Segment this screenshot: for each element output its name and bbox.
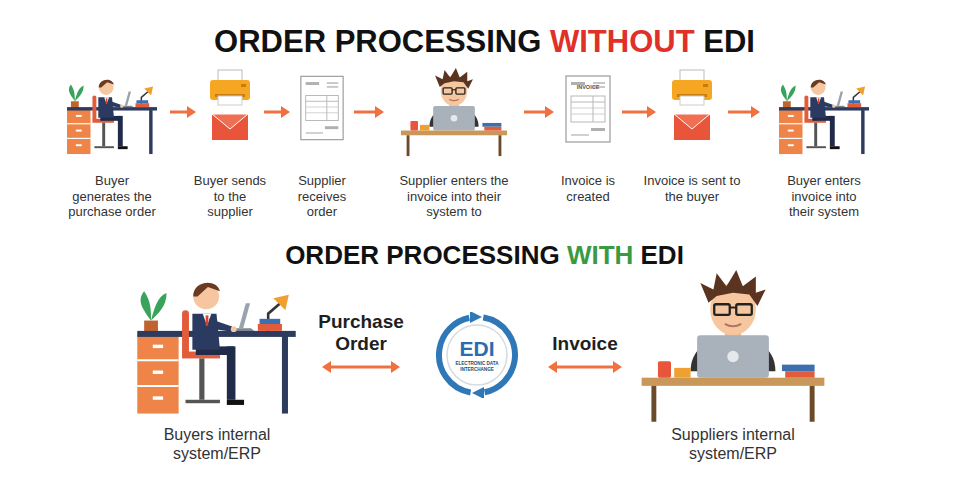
edi-ring-arc	[434, 312, 520, 398]
arrow-shaft	[170, 111, 188, 114]
headline-word: WITHOUT	[550, 24, 695, 59]
process-step: Invoice is created	[562, 72, 614, 144]
edi-text-box: EDI ELECTRONIC DATA INTERCHANGE	[452, 334, 502, 376]
flow-arrow	[170, 106, 196, 118]
arrow-head	[391, 361, 400, 373]
arrow-head	[751, 106, 760, 118]
edi-ring-arrowhead	[472, 387, 484, 398]
arrow-shaft	[728, 111, 752, 114]
step-caption: Invoice is sent to the buyer	[642, 173, 742, 204]
flow-arrow	[548, 361, 622, 373]
process-step: Buyer sends to the supplier	[204, 68, 256, 148]
process-step: Invoice is sent to the buyer	[666, 68, 718, 148]
process-step: Supplier enters the invoice into their s…	[392, 68, 516, 158]
headline-word: EDI	[641, 240, 684, 270]
supplier-desk-illustration	[642, 270, 825, 422]
document-label: INVOICE	[566, 84, 610, 90]
step-caption: Buyer enters invoice into their system	[779, 173, 869, 220]
order-document-icon	[301, 76, 343, 139]
arrow-head	[322, 361, 331, 373]
flow-arrow	[322, 361, 400, 373]
buyer-desk-illustration	[137, 283, 295, 414]
headline-word: ORDER	[285, 240, 379, 270]
step-caption: Buyer sends to the supplier	[190, 173, 270, 220]
step-caption: Suppliers internal system/ERP	[648, 425, 818, 463]
flow-arrow	[264, 106, 290, 118]
flow-arrow	[354, 106, 384, 118]
arrow-shaft	[524, 111, 546, 114]
process-step: Buyer enters invoice into their system	[772, 68, 876, 156]
edi-ring-arrowhead	[470, 312, 482, 323]
arrow-head	[545, 106, 554, 118]
headline-word: PROCESSING	[386, 240, 559, 270]
arrow-shaft	[622, 111, 648, 114]
arrow-head	[548, 361, 557, 373]
step-caption: Supplier receives order	[287, 173, 357, 220]
printer-envelope-icon	[672, 70, 712, 140]
printer-envelope-icon	[210, 70, 250, 140]
buyer-desk-icon	[779, 80, 869, 154]
process-step: Suppliers internal system/ERP	[628, 270, 838, 420]
flow-arrow	[524, 106, 554, 118]
diagram-title: ORDER PROCESSING WITHOUT EDI	[0, 24, 969, 60]
arrow-head	[613, 361, 622, 373]
arrow-shaft	[556, 366, 614, 369]
supplier-desk-icon	[401, 68, 507, 156]
edi-inner-circle	[447, 325, 507, 385]
buyer-desk-icon	[67, 80, 157, 154]
edge-label: Invoice	[535, 305, 635, 355]
invoice-document-icon	[566, 76, 610, 142]
flow-arrow	[622, 106, 656, 118]
headline-word: PROCESSING	[335, 24, 542, 59]
edi-hub-circle: EDI ELECTRONIC DATA INTERCHANGE	[434, 312, 520, 398]
edi-subtitle: ELECTRONIC DATA INTERCHANGE	[452, 361, 502, 371]
step-caption: Buyers internal system/ERP	[137, 425, 297, 463]
process-step: Buyers internal system/ERP	[126, 268, 308, 418]
process-step: Supplier receives order	[298, 72, 346, 144]
headline-word: EDI	[703, 24, 755, 59]
step-caption: Buyer generates the purchase order	[68, 173, 156, 220]
edge-label: Purchase Order	[301, 305, 421, 355]
edi-acronym: EDI	[459, 338, 494, 359]
headline-word: WITH	[567, 240, 633, 270]
step-caption: Invoice is created	[548, 173, 628, 204]
headline-word: ORDER	[214, 24, 326, 59]
process-step: Buyer generates the purchase order	[62, 68, 162, 156]
arrow-shaft	[354, 111, 376, 114]
arrow-head	[281, 106, 290, 118]
step-caption: Supplier enters the invoice into their s…	[387, 173, 522, 220]
arrow-shaft	[330, 366, 392, 369]
arrow-head	[187, 106, 196, 118]
arrow-shaft	[264, 111, 282, 114]
flow-arrow	[728, 106, 760, 118]
section-heading: ORDER PROCESSING WITH EDI	[0, 240, 969, 271]
arrow-head	[375, 106, 384, 118]
arrow-head	[647, 106, 656, 118]
